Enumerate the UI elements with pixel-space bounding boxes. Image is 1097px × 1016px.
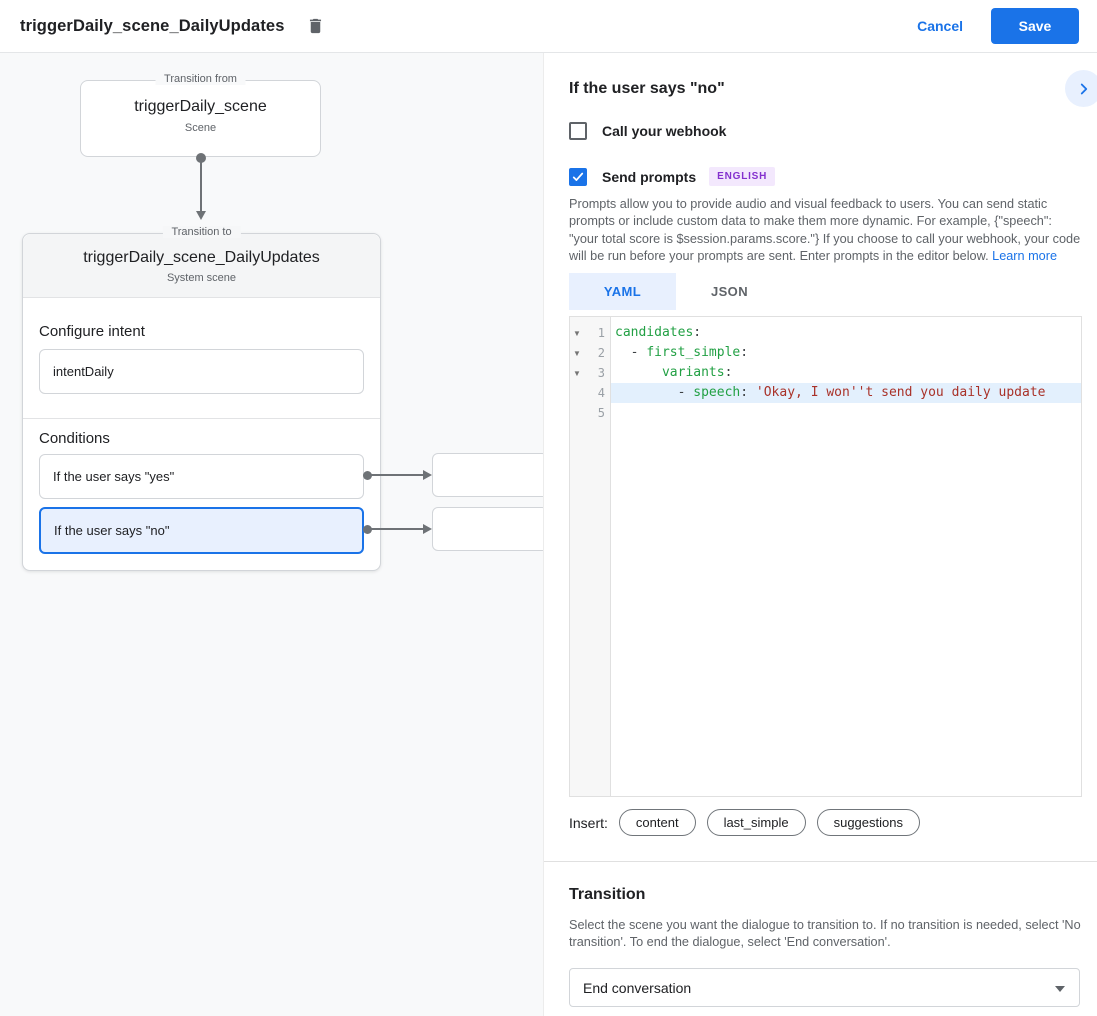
card-section-divider	[23, 418, 380, 419]
yaml-punct: :	[724, 365, 733, 380]
condition-detail-panel: If the user says "no" Call your webhook …	[543, 53, 1097, 1016]
yaml-punct: :	[740, 385, 756, 400]
fold-arrow-icon[interactable]: ▼	[573, 348, 581, 358]
code-line	[611, 403, 1081, 423]
connector-dot	[363, 525, 372, 534]
yaml-key: first_simple	[646, 345, 741, 360]
yaml-string: 'Okay, I won''t send you daily update	[755, 385, 1046, 400]
yaml-punct	[615, 365, 662, 380]
yaml-punct: :	[693, 325, 702, 340]
prompts-row: Send prompts ENGLISH	[569, 167, 776, 186]
conditions-label: Conditions	[39, 430, 110, 447]
editor-code-area[interactable]: candidates: - first_simple: variants: - …	[611, 317, 1081, 796]
code-line: candidates:	[611, 323, 1081, 343]
connector-line	[200, 158, 202, 212]
chevron-right-icon	[1080, 83, 1087, 94]
line-number: 4	[597, 386, 605, 400]
arrowhead-right-icon	[423, 524, 432, 534]
line-number: 3	[597, 366, 605, 380]
line-number: 1	[597, 326, 605, 340]
configure-intent-label: Configure intent	[39, 323, 145, 340]
insert-label: Insert:	[569, 814, 608, 831]
transition-description: Select the scene you want the dialogue t…	[569, 918, 1081, 950]
delete-button[interactable]	[306, 16, 325, 36]
from-scene-type: Scene	[184, 122, 217, 134]
arrowhead-right-icon	[423, 470, 432, 480]
prompt-code-editor[interactable]: ▼ 1 ▼ 2 ▼ 3 4 5 candidates: - first_sim	[569, 316, 1082, 797]
prompts-description-text: Prompts allow you to provide audio and v…	[569, 197, 1081, 263]
scene-diagram-canvas: Transition from triggerDaily_scene Scene…	[0, 53, 543, 1016]
prompts-description: Prompts allow you to provide audio and v…	[569, 196, 1083, 265]
section-divider	[544, 861, 1097, 862]
top-bar: triggerDaily_scene_DailyUpdates Cancel S…	[0, 0, 1097, 53]
panel-title: If the user says "no"	[569, 80, 725, 97]
connector-line	[368, 528, 424, 530]
code-line: variants:	[611, 363, 1081, 383]
yaml-key: variants	[661, 365, 725, 380]
insert-chip-last-simple[interactable]: last_simple	[706, 809, 806, 836]
editor-gutter: ▼ 1 ▼ 2 ▼ 3 4 5	[570, 317, 611, 796]
send-prompts-label: Send prompts	[602, 168, 697, 185]
connector-dot	[196, 153, 206, 163]
page-title: triggerDaily_scene_DailyUpdates	[20, 16, 285, 35]
yaml-key: candidates	[615, 325, 694, 340]
condition-target-node[interactable]	[432, 453, 543, 497]
condition-item-no[interactable]: If the user says "no"	[39, 507, 364, 554]
transition-select-value: End conversation	[583, 979, 692, 996]
fold-arrow-icon[interactable]: ▼	[573, 368, 581, 378]
language-badge: ENGLISH	[709, 167, 776, 186]
connector-line	[368, 474, 424, 476]
scene-card-header: triggerDaily_scene_DailyUpdates System s…	[23, 234, 380, 298]
arrowhead-down-icon	[196, 211, 206, 220]
tab-yaml[interactable]: YAML	[569, 273, 676, 310]
fold-arrow-icon[interactable]: ▼	[573, 328, 581, 338]
to-scene-name: triggerDaily_scene_DailyUpdates	[83, 249, 320, 266]
insert-chip-suggestions[interactable]: suggestions	[816, 809, 920, 836]
gutter-line: ▼ 2	[570, 343, 610, 363]
yaml-punct: -	[615, 385, 694, 400]
connector-dot	[363, 471, 372, 480]
send-prompts-checkbox[interactable]	[569, 167, 587, 186]
trash-icon	[310, 18, 322, 34]
transition-from-node[interactable]: Transition from triggerDaily_scene Scene	[80, 73, 321, 157]
intent-field[interactable]: intentDaily	[39, 349, 364, 394]
learn-more-link[interactable]: Learn more	[992, 248, 1058, 263]
transition-select[interactable]: End conversation	[569, 968, 1080, 1007]
line-number: 2	[597, 346, 605, 360]
code-line-highlighted: - speech: 'Okay, I won''t send you daily…	[611, 383, 1081, 403]
transition-to-node: Transition to triggerDaily_scene_DailyUp…	[22, 226, 381, 571]
condition-item-yes[interactable]: If the user says "yes"	[39, 454, 364, 499]
line-number: 5	[597, 406, 605, 420]
webhook-row: Call your webhook	[569, 122, 726, 140]
gutter-line: 5	[570, 403, 610, 423]
insert-toolbar: Insert: content last_simple suggestions	[569, 809, 920, 836]
checkmark-icon	[572, 172, 584, 181]
gutter-line: ▼ 3	[570, 363, 610, 383]
transition-from-legend: Transition from	[155, 73, 246, 85]
editor-format-tabs: YAML JSON	[569, 273, 783, 310]
collapse-panel-button[interactable]	[1065, 70, 1097, 107]
from-scene-name: triggerDaily_scene	[134, 98, 267, 115]
gutter-line: 4	[570, 383, 610, 403]
to-scene-type: System scene	[166, 272, 237, 284]
transition-to-legend: Transition to	[162, 226, 241, 238]
yaml-key: speech	[693, 385, 741, 400]
condition-target-node[interactable]	[432, 507, 543, 551]
gutter-line: ▼ 1	[570, 323, 610, 343]
dropdown-caret-icon	[1055, 986, 1065, 992]
tab-json[interactable]: JSON	[710, 284, 748, 299]
call-webhook-checkbox[interactable]	[569, 122, 587, 140]
save-button[interactable]: Save	[991, 8, 1079, 44]
transition-section-title: Transition	[569, 886, 646, 903]
yaml-punct: :	[740, 345, 749, 360]
code-line: - first_simple:	[611, 343, 1081, 363]
call-webhook-label: Call your webhook	[602, 123, 727, 139]
cancel-button[interactable]: Cancel	[917, 18, 963, 34]
insert-chip-content[interactable]: content	[618, 809, 696, 836]
yaml-punct: -	[615, 345, 647, 360]
